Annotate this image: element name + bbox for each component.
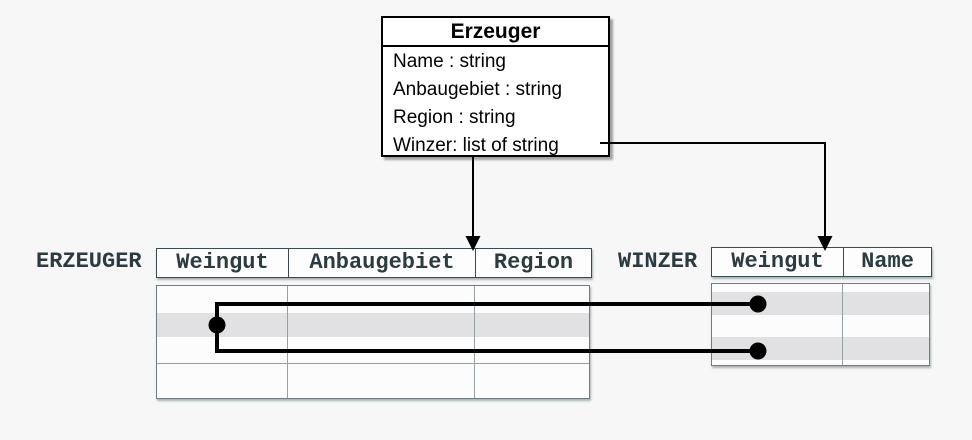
column-header-name: Name bbox=[843, 248, 931, 276]
class-attribute-region: Region : string bbox=[393, 107, 516, 128]
table-header-erzeuger: Weingut Anbaugebiet Region bbox=[156, 248, 592, 278]
table-body-winzer bbox=[711, 283, 930, 366]
grid-line bbox=[842, 284, 843, 365]
column-header-weingut: Weingut bbox=[176, 250, 269, 275]
grid-line bbox=[287, 286, 288, 398]
column-header-region: Region bbox=[475, 249, 591, 277]
class-attribute-anbaugebiet: Anbaugebiet : string bbox=[393, 79, 563, 100]
highlighted-row-winzer-1 bbox=[712, 292, 929, 315]
highlighted-row-erzeuger bbox=[157, 313, 589, 337]
arrow-attr-to-winzer-shaft bbox=[600, 142, 826, 237]
table-header-winzer: Weingut Name bbox=[711, 247, 932, 277]
class-attribute-winzer: Winzer: list of string bbox=[393, 135, 559, 156]
table-label-erzeuger: ERZEUGER bbox=[36, 249, 142, 274]
uml-class-box-erzeuger: Erzeuger Name : string Anbaugebiet : str… bbox=[381, 16, 610, 157]
class-attribute-list: Name : string Anbaugebiet : string Regio… bbox=[383, 47, 608, 160]
column-header-anbaugebiet: Anbaugebiet bbox=[288, 249, 475, 277]
table-body-erzeuger bbox=[156, 285, 590, 399]
class-title: Erzeuger bbox=[383, 18, 608, 47]
grid-line bbox=[474, 286, 475, 398]
class-attribute-name: Name : string bbox=[393, 51, 506, 72]
column-header-weingut-winzer: Weingut bbox=[731, 249, 824, 274]
grid-line bbox=[157, 363, 589, 364]
table-label-winzer: WINZER bbox=[618, 249, 698, 274]
highlighted-row-winzer-2 bbox=[712, 337, 929, 360]
